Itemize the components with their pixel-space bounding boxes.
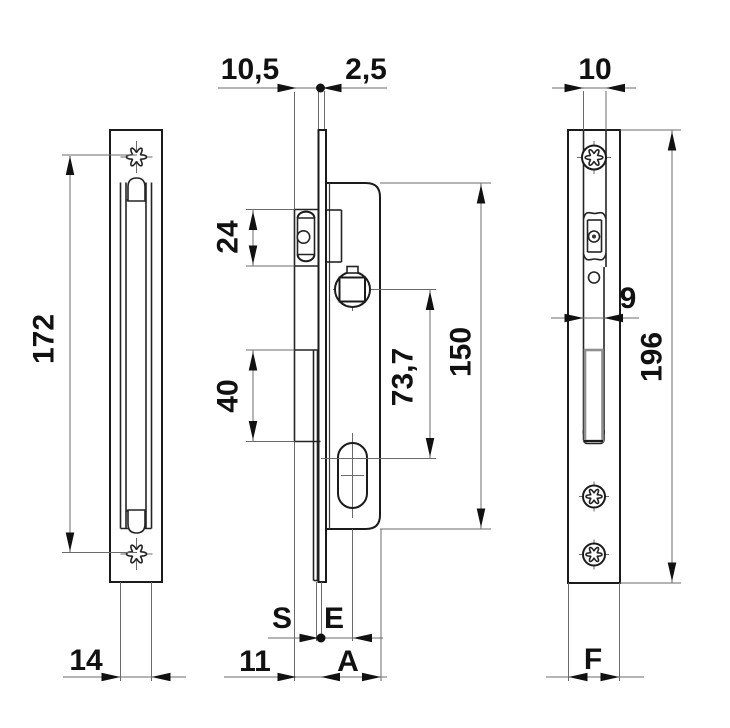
latch-roller-bottom	[127, 509, 146, 534]
screw-mid-right-torx-icon	[579, 481, 609, 512]
left-view: 172 14	[28, 129, 186, 681]
dim-label-A: A	[337, 645, 359, 678]
dimension-arrowhead	[476, 508, 486, 528]
dimension-arrowhead	[425, 291, 435, 310]
dim-10: 10	[552, 53, 636, 89]
dimension-arrowhead	[322, 83, 342, 93]
dimension-arrowhead	[600, 672, 620, 682]
dimension-arrowhead	[425, 438, 435, 457]
spindle-follower	[333, 265, 436, 311]
dim-label-11: 11	[239, 645, 271, 678]
dim-label-E: E	[324, 602, 344, 635]
dim-top-offsets: 10,5 2,5	[218, 53, 387, 93]
roller-bottom-arc	[296, 254, 316, 263]
dimension-arrowhead	[299, 633, 319, 643]
dimension-arrowhead	[277, 672, 297, 682]
screw-top-torx-icon	[120, 141, 153, 173]
reference-dot-top	[316, 83, 325, 93]
dim-label-2-5: 2,5	[345, 53, 387, 86]
dim-label-F: F	[584, 643, 602, 676]
dim-label-172: 172	[28, 314, 61, 364]
screw-bottom-torx-icon	[120, 538, 153, 570]
spindle-square-hole	[338, 276, 366, 303]
dimension-arrowhead	[606, 83, 625, 93]
dimension-arrowhead	[248, 421, 258, 440]
dim-bottom-offsets: S E 11 A	[224, 529, 387, 681]
dimension-arrowhead	[65, 156, 75, 175]
dim-label-10-5: 10,5	[221, 53, 279, 86]
dimension-arrowhead	[564, 313, 584, 323]
dimension-arrowhead	[604, 313, 623, 323]
reference-dot-bottom	[316, 633, 326, 643]
latch-roller-top	[127, 177, 146, 202]
roller-top-arc	[296, 210, 316, 219]
dim-F: F	[546, 583, 644, 681]
dimension-arrowhead	[321, 672, 340, 682]
dimension-arrowhead	[476, 184, 486, 204]
cylinder-hole	[337, 433, 368, 518]
dim-label-9: 9	[620, 282, 637, 315]
screw-top-right-torx-icon	[577, 141, 611, 174]
dimension-arrowhead	[248, 211, 258, 230]
dimension-arrowhead	[667, 562, 677, 582]
dim-label-14: 14	[69, 644, 103, 677]
dim-label-196: 196	[636, 332, 669, 382]
dimension-arrowhead	[564, 83, 584, 93]
dimension-arrowhead	[362, 672, 381, 682]
lock-case-outline	[326, 182, 381, 530]
dim-73-7: 73,7	[321, 289, 436, 459]
dim-label-150: 150	[445, 327, 478, 377]
roller-axle-hole	[296, 230, 311, 245]
dim-40: 40	[212, 349, 295, 442]
dim-label-40: 40	[212, 379, 245, 412]
dim-150: 150	[380, 182, 491, 530]
dimension-arrowhead	[353, 633, 372, 643]
dim-label-S: S	[272, 602, 292, 635]
dim-172: 172	[28, 154, 137, 553]
dimension-arrows	[65, 83, 677, 682]
dim-label-24: 24	[212, 220, 245, 254]
dim-label-10: 10	[578, 53, 611, 86]
dimension-arrowhead	[101, 672, 121, 682]
dimension-arrowhead	[248, 351, 258, 371]
cover-plate-outline	[109, 129, 163, 583]
right-view: 10 9 196 F	[546, 53, 681, 681]
middle-view: 24 40 73,7 150 10,5 2,5	[212, 53, 491, 681]
dimension-arrowhead	[151, 672, 171, 682]
small-hole	[587, 271, 601, 284]
dim-196: 196	[620, 129, 681, 584]
faceplate-edge	[317, 129, 327, 583]
dimension-arrowhead	[667, 131, 677, 151]
dimension-arrowhead	[568, 672, 588, 682]
screw-low-right-torx-icon	[579, 539, 609, 570]
dimension-arrowhead	[248, 245, 258, 265]
roller-front	[582, 211, 607, 261]
aux-flat-bolt	[583, 348, 604, 443]
dim-14: 14	[63, 582, 186, 681]
dimension-arrowhead	[65, 532, 75, 552]
dim-label-73-7: 73,7	[387, 348, 420, 406]
dimension-arrowhead	[277, 83, 297, 93]
